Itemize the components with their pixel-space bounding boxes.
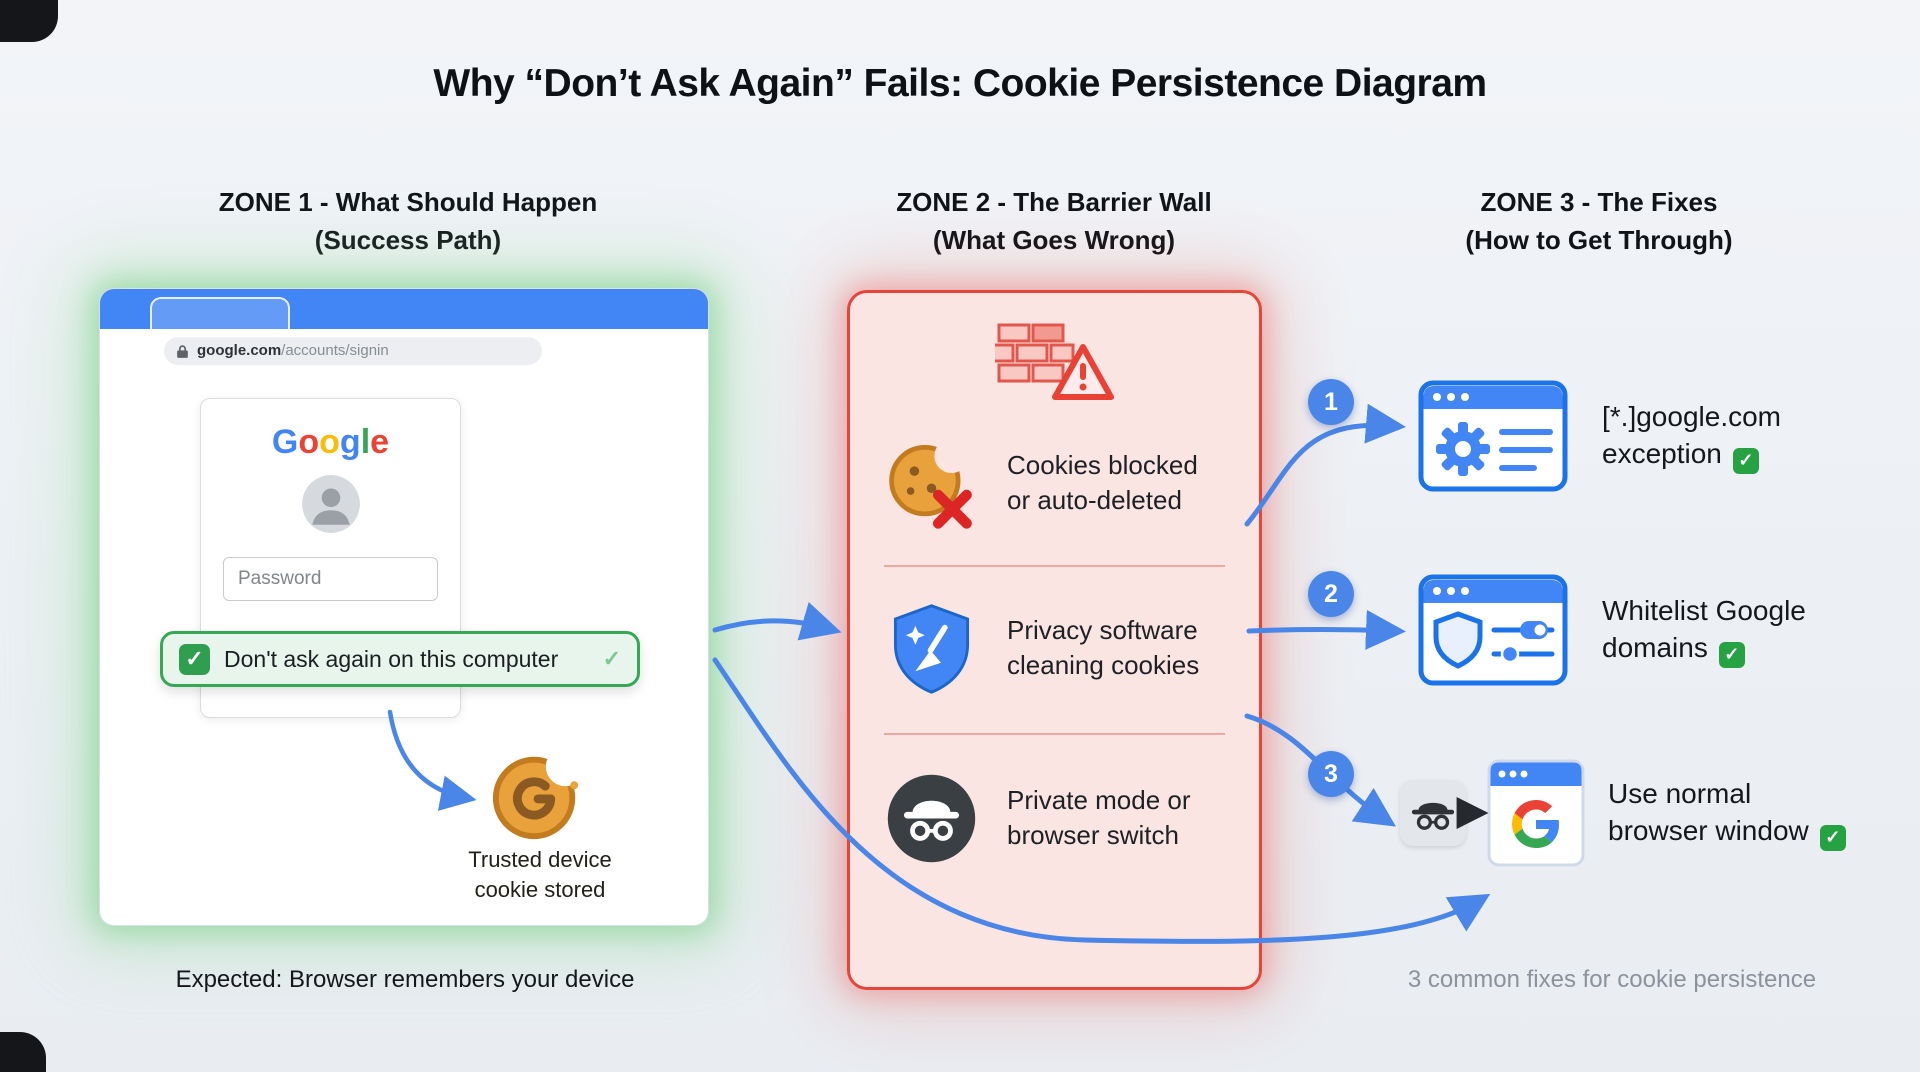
screen-corner-top-left xyxy=(0,0,58,42)
check-badge-icon: ✓ xyxy=(1819,825,1846,852)
barrier-row-privacy-software: Privacy software cleaning cookies xyxy=(884,588,1235,708)
fix3-line2: browser window✓ xyxy=(1608,812,1846,852)
zone1-heading-line2: (Success Path) xyxy=(314,224,502,255)
divider xyxy=(884,733,1225,735)
barrier-row-private-mode: Private mode or browser switch xyxy=(884,758,1235,878)
fix-label-2: Whitelist Google domains✓ xyxy=(1602,592,1806,669)
zone2-heading: ZONE 2 - The Barrier Wall (What Goes Wro… xyxy=(784,184,1324,259)
arrow-wall-to-fix1 xyxy=(1244,403,1406,527)
cookie-caption-line1: Trusted device xyxy=(468,847,612,872)
address-bar[interactable]: google.com/accounts/signin xyxy=(164,337,542,365)
fix1-line2: exception✓ xyxy=(1602,435,1781,475)
avatar xyxy=(301,475,360,533)
dont-ask-label: Don't ask again on this computer xyxy=(224,645,559,672)
browser-settings-gear-icon xyxy=(1415,380,1571,492)
brick-wall-warning-icon xyxy=(994,319,1115,414)
fix-number-3: 3 xyxy=(1308,751,1354,797)
fix-number-2: 2 xyxy=(1308,571,1354,617)
zone3-footer: 3 common fixes for cookie persistence xyxy=(1407,966,1817,993)
barrier-label: Private mode or browser switch xyxy=(1007,783,1191,853)
fix-label-3: Use normal browser window✓ xyxy=(1608,775,1846,852)
trusted-cookie-icon xyxy=(488,746,586,844)
fix3-line1: Use normal xyxy=(1608,778,1752,809)
zone1-heading-line1: ZONE 1 - What Should Happen xyxy=(218,187,598,217)
divider xyxy=(884,565,1225,567)
arrow-wall-to-fix2 xyxy=(1246,609,1406,650)
barrier-label-line2: or auto-deleted xyxy=(1007,485,1182,515)
cookie-caption: Trusted device cookie stored xyxy=(420,845,660,906)
check-badge-icon: ✓ xyxy=(1718,642,1745,669)
fix1-line1: [*.]google.com xyxy=(1602,401,1781,432)
arrow-zone1-to-wall xyxy=(712,602,842,641)
check-badge-icon: ✓ xyxy=(1732,448,1759,475)
google-browser-window-icon xyxy=(1486,758,1586,868)
barrier-label: Privacy software cleaning cookies xyxy=(1007,613,1199,683)
zone3-heading-line1: ZONE 3 - The Fixes xyxy=(1480,187,1718,217)
success-check-icon: ✓ xyxy=(602,646,621,671)
diagram-title: Why “Don’t Ask Again” Fails: Cookie Pers… xyxy=(433,62,1487,105)
url-path: /accounts/signin xyxy=(281,342,389,359)
incognito-mode-icon xyxy=(1400,780,1466,846)
dont-ask-again-option[interactable]: ✓ Don't ask again on this computer ✓ xyxy=(160,631,640,687)
barrier-label-line2: browser switch xyxy=(1007,820,1179,850)
browser-tab[interactable] xyxy=(150,297,290,329)
cookie-caption-line2: cookie stored xyxy=(474,877,606,903)
fix2-line1: Whitelist Google xyxy=(1602,595,1806,626)
google-logo: Google xyxy=(271,423,390,461)
browser-whitelist-shield-icon xyxy=(1415,574,1571,686)
zone3-heading-line2: (How to Get Through) xyxy=(1465,224,1733,255)
url-text: google.com/accounts/signin xyxy=(197,342,389,360)
fix2-line2: domains✓ xyxy=(1602,629,1806,669)
zone2-heading-line2: (What Goes Wrong) xyxy=(932,224,1176,255)
password-field[interactable] xyxy=(223,557,438,601)
barrier-label-line1: Cookies blocked xyxy=(1007,450,1198,481)
barrier-label-line2: cleaning cookies xyxy=(1007,650,1200,680)
barrier-label-line1: Private mode or xyxy=(1007,785,1191,816)
barrier-row-cookies-blocked: Cookies blocked or auto-deleted xyxy=(884,423,1235,543)
screen-corner-bottom-left xyxy=(0,1032,46,1072)
privacy-shield-broom-icon xyxy=(884,601,979,696)
checkbox-checked-icon[interactable]: ✓ xyxy=(179,643,210,675)
fix-number-1: 1 xyxy=(1308,379,1354,425)
barrier-label-line1: Privacy software xyxy=(1007,615,1198,646)
zone1-footer: Expected: Browser remembers your device xyxy=(175,966,635,993)
zone1-heading: ZONE 1 - What Should Happen (Success Pat… xyxy=(128,184,688,259)
browser-window: google.com/accounts/signin Google ✓ Don'… xyxy=(100,289,708,925)
incognito-icon xyxy=(884,771,979,866)
cookie-blocked-icon xyxy=(884,436,979,531)
browser-title-bar xyxy=(100,289,708,329)
lock-icon xyxy=(176,344,189,359)
url-host: google.com xyxy=(197,342,282,359)
barrier-wall-panel: Cookies blocked or auto-deleted Privacy … xyxy=(847,290,1262,990)
fix-label-1: [*.]google.com exception✓ xyxy=(1602,398,1781,475)
zone2-heading-line1: ZONE 2 - The Barrier Wall xyxy=(896,187,1212,217)
zone3-heading: ZONE 3 - The Fixes (How to Get Through) xyxy=(1369,184,1829,259)
barrier-label: Cookies blocked or auto-deleted xyxy=(1007,448,1198,518)
